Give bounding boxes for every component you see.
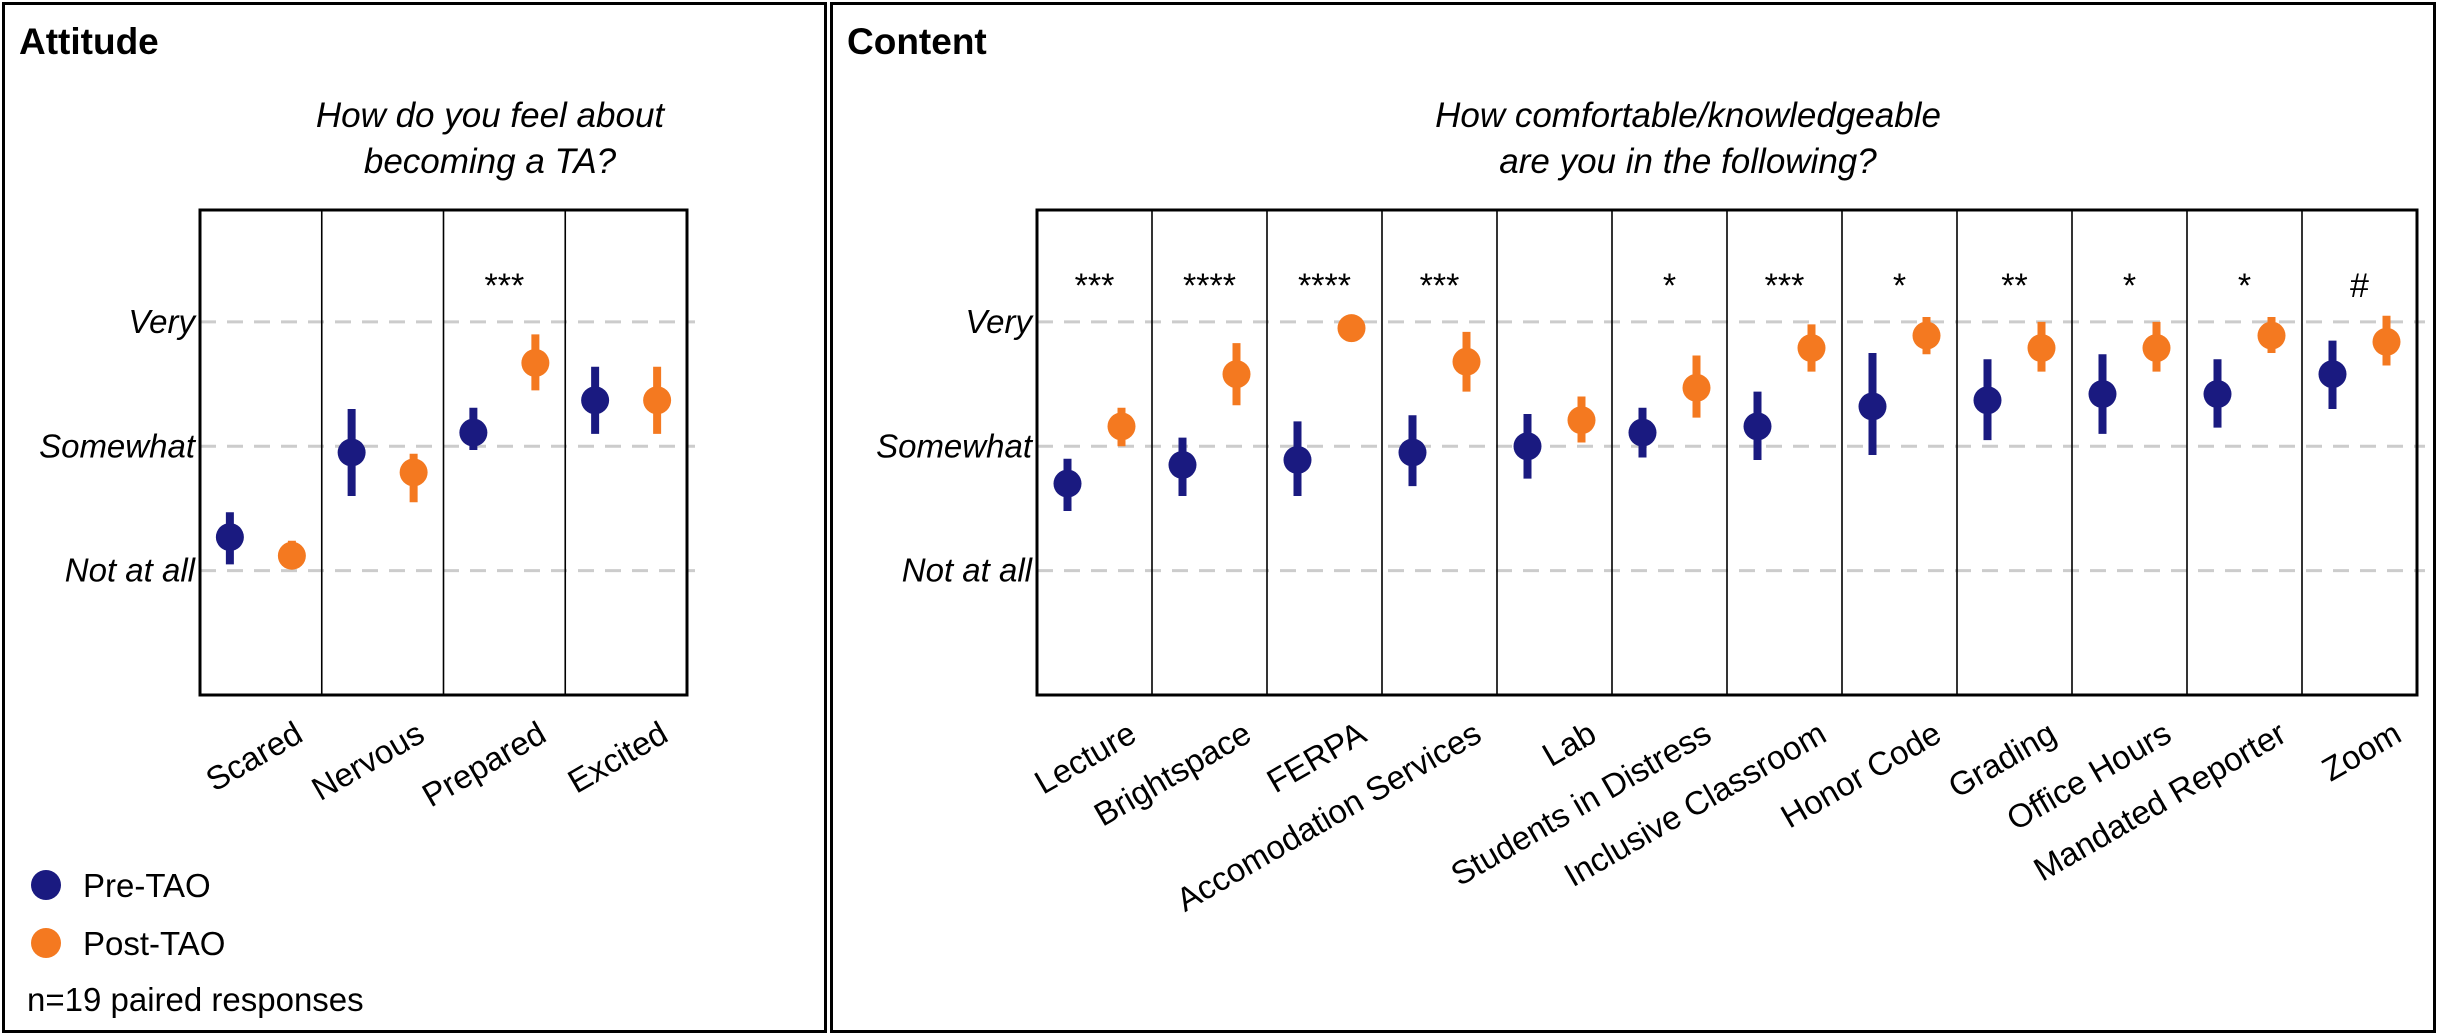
legend-post-marker: [31, 928, 61, 959]
pre-point: [1858, 392, 1887, 421]
pre-point: [1513, 432, 1542, 461]
pre-point: [2318, 360, 2347, 389]
post-point: [1337, 314, 1366, 343]
significance-marker: *: [1893, 267, 1906, 305]
legend-pre-label: Pre-TAO: [83, 867, 211, 904]
post-point: [277, 541, 306, 570]
post-point: [521, 348, 550, 377]
significance-marker: ***: [1420, 267, 1460, 305]
x-tick-label: Scared: [199, 714, 308, 798]
legend-item-post: Post-TAO: [31, 925, 225, 963]
post-point: [1912, 321, 1941, 350]
post-point: [399, 458, 428, 487]
pre-point: [1743, 412, 1772, 441]
post-point: [1452, 347, 1481, 376]
post-point: [2027, 334, 2056, 363]
significance-marker: #: [2350, 267, 2369, 305]
chart-question-line: are you in the following?: [1499, 142, 1877, 181]
post-point: [1222, 360, 1251, 389]
x-tick-label: Prepared: [416, 714, 552, 814]
x-tick-label: Excited: [561, 714, 673, 800]
y-tick-label: Very: [965, 303, 1034, 340]
pre-point: [2088, 380, 2117, 409]
content-panel: Content How comfortable/knowledgeable are…: [830, 2, 2436, 1033]
significance-marker: ****: [1183, 267, 1236, 305]
post-point: [2142, 334, 2171, 363]
post-point: [1797, 334, 1826, 363]
pre-point: [2203, 380, 2232, 409]
x-tick-label: Zoom: [2315, 714, 2407, 788]
pre-point: [1053, 469, 1082, 498]
y-tick-label: Not at all: [902, 552, 1034, 589]
post-point: [2257, 321, 2286, 350]
chart-question-line: becoming a TA?: [364, 142, 617, 181]
pre-point: [581, 386, 610, 415]
pre-point: [1628, 418, 1657, 447]
pre-point: [1973, 386, 2002, 415]
significance-marker: ****: [1298, 267, 1351, 305]
y-tick-label: Very: [128, 303, 197, 340]
post-point: [1682, 373, 1711, 402]
pre-point: [1168, 450, 1197, 479]
y-tick-label: Not at all: [65, 552, 197, 589]
y-tick-label: Somewhat: [39, 427, 197, 464]
significance-marker: *: [2238, 267, 2251, 305]
significance-marker: **: [2001, 267, 2027, 305]
pre-point: [1283, 445, 1312, 474]
significance-marker: ***: [1075, 267, 1115, 305]
chart-question-line: How do you feel about: [316, 96, 666, 135]
significance-marker: ***: [485, 267, 525, 305]
post-point: [1107, 412, 1136, 441]
chart-question-line: How comfortable/knowledgeable: [1435, 96, 1941, 135]
post-point: [1567, 406, 1596, 435]
content-chart: How comfortable/knowledgeable are you in …: [876, 96, 2425, 918]
pre-point: [337, 438, 366, 467]
y-tick-label: Somewhat: [876, 427, 1034, 464]
panel-title-content: Content: [847, 21, 987, 62]
pre-point: [1398, 438, 1427, 467]
legend-post-label: Post-TAO: [83, 925, 226, 962]
significance-marker: ***: [1765, 267, 1805, 305]
x-tick-label: Nervous: [305, 714, 430, 807]
x-tick-label: Lab: [1536, 714, 1602, 774]
sample-size-note: n=19 paired responses: [27, 981, 364, 1018]
post-point: [2372, 327, 2401, 356]
panel-title-attitude: Attitude: [19, 21, 159, 62]
post-point: [643, 386, 672, 415]
attitude-panel: Attitude How do you feel about becoming a…: [2, 2, 827, 1033]
legend-pre-marker: [31, 870, 61, 901]
legend-item-pre: Pre-TAO: [31, 867, 211, 905]
significance-marker: *: [1663, 267, 1676, 305]
pre-point: [459, 418, 488, 447]
significance-marker: *: [2123, 267, 2136, 305]
pre-point: [215, 523, 244, 552]
attitude-chart: How do you feel about becoming a TA? VeryS…: [39, 96, 695, 814]
